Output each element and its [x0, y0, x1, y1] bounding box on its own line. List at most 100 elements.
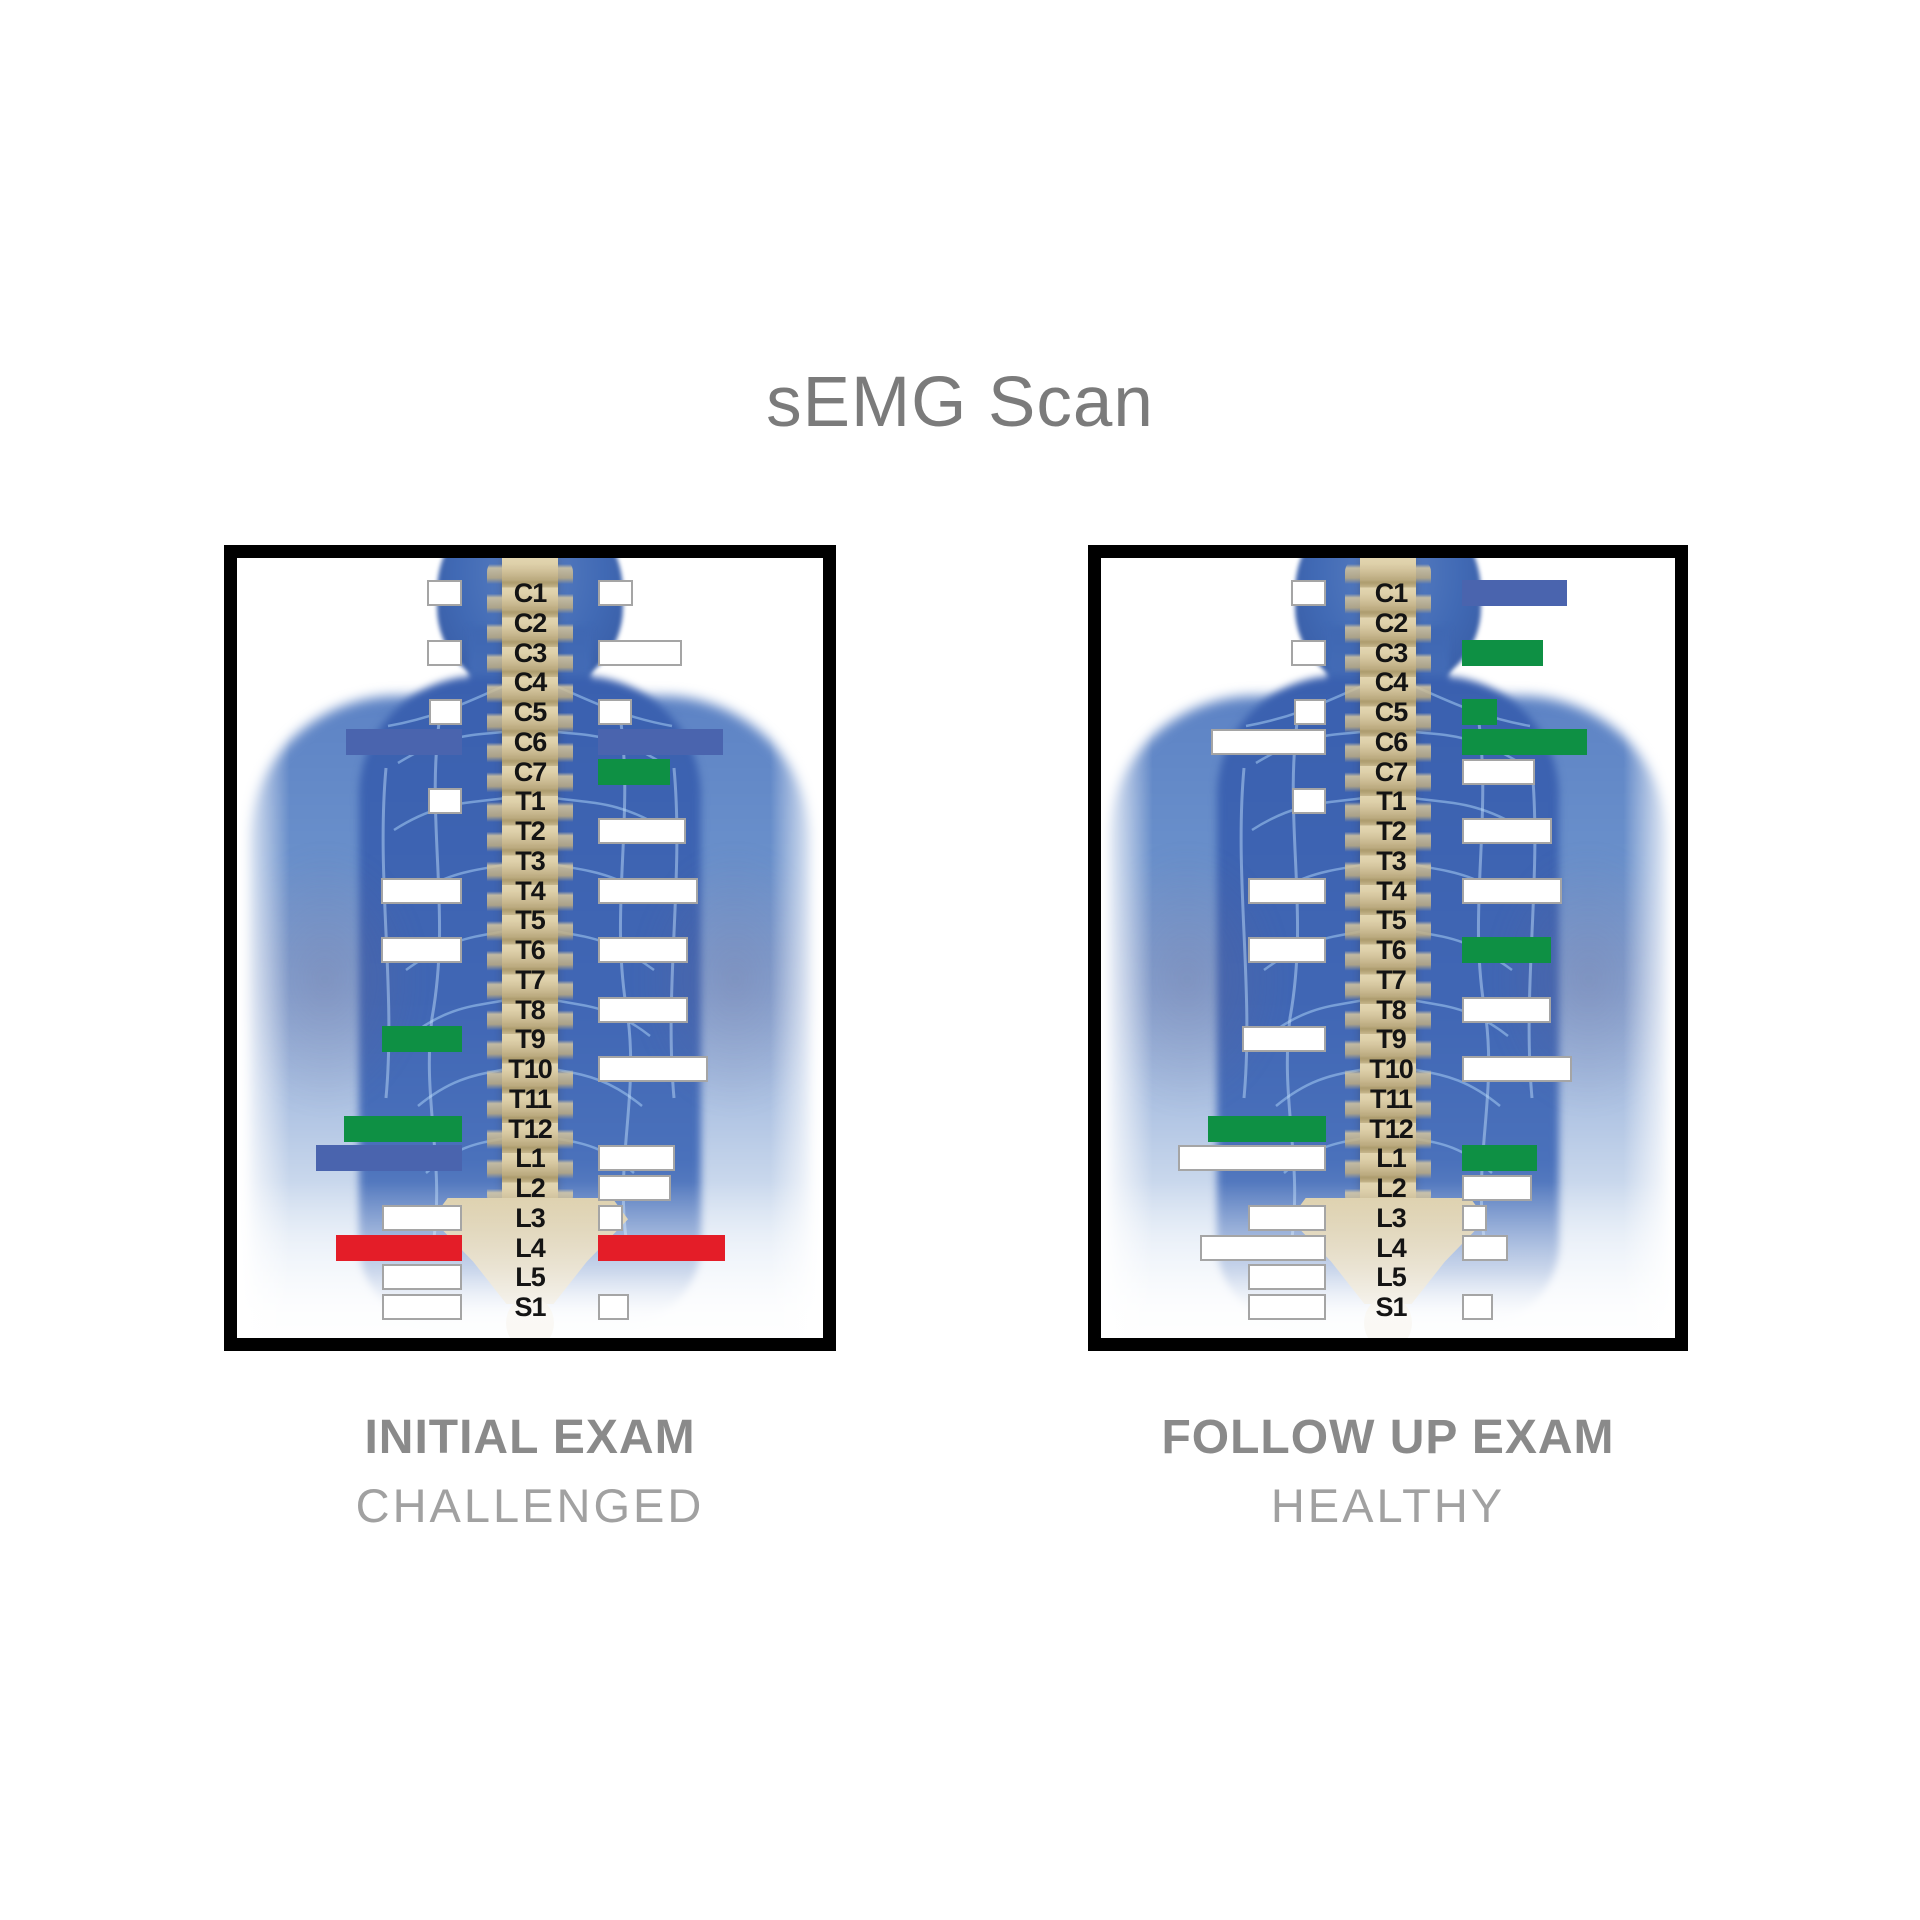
- bar-left-l3: [1248, 1204, 1326, 1231]
- vertebra-label-l3: L3: [515, 1202, 546, 1233]
- vertebra-label-l2: L2: [515, 1173, 546, 1203]
- bar-left-l3: [382, 1204, 462, 1231]
- bar-right-t4: [598, 877, 698, 904]
- bar-left-l5: [1248, 1264, 1326, 1291]
- vertebra-label-t7: T7: [515, 964, 546, 995]
- vertebra-label-c7: C7: [513, 756, 548, 787]
- vertebra-label-t2: T2: [1376, 816, 1407, 846]
- bar-right-c6: [598, 728, 723, 755]
- vertebra-label-l5: L5: [1376, 1262, 1407, 1293]
- bar-right-c6: [1462, 728, 1587, 755]
- bar-left-c6: [346, 728, 462, 755]
- vertebra-label-t11: T11: [508, 1083, 552, 1114]
- vertebra-label-t12: T12: [508, 1113, 553, 1144]
- vertebra-label-l2: L2: [1376, 1173, 1407, 1203]
- bar-right-t8: [1462, 996, 1551, 1023]
- vertebra-label-t4: T4: [1376, 875, 1407, 906]
- bar-left-s1: [382, 1294, 462, 1320]
- vertebra-label-t1: T1: [515, 786, 546, 817]
- vertebra-label-l4: L4: [515, 1232, 546, 1263]
- bar-right-t2: [1462, 818, 1552, 844]
- vertebra-label-l1: L1: [1376, 1143, 1407, 1174]
- caption-follow-up-exam: FOLLOW UP EXAM HEALTHY: [1088, 1410, 1688, 1533]
- bar-left-l5: [382, 1264, 462, 1291]
- vertebra-label-c4: C4: [1374, 667, 1409, 698]
- vertebra-label-c3: C3: [513, 637, 548, 668]
- bar-right-t4: [1462, 877, 1562, 904]
- exam-status: HEALTHY: [1270, 1479, 1506, 1532]
- bar-left-t12: [1208, 1115, 1326, 1142]
- bar-left-c3: [1291, 639, 1326, 666]
- vertebra-label-t8: T8: [1376, 994, 1407, 1025]
- bar-right-c5: [1462, 699, 1497, 725]
- bar-left-t6: [1248, 937, 1326, 963]
- vertebra-label-t6: T6: [1376, 935, 1407, 965]
- vertebra-label-c2: C2: [513, 607, 548, 638]
- bar-left-c6: [1211, 728, 1326, 755]
- bar-right-c3: [1462, 639, 1543, 666]
- bar-right-c5: [598, 699, 632, 725]
- bar-left-l1: [1178, 1145, 1326, 1172]
- vertebra-label-t2: T2: [515, 816, 546, 846]
- bar-right-c1: [1462, 580, 1567, 606]
- vertebra-label-t12: T12: [1369, 1113, 1414, 1144]
- vertebra-label-c6: C6: [513, 726, 548, 757]
- vertebra-label-t10: T10: [508, 1054, 553, 1084]
- vertebra-label-c5: C5: [1374, 697, 1409, 727]
- bar-left-c1: [427, 580, 462, 606]
- bar-left-l4: [1200, 1234, 1326, 1261]
- bar-right-l4: [1462, 1234, 1508, 1261]
- bar-left-t9: [1242, 1026, 1326, 1053]
- bar-left-c3: [427, 639, 462, 666]
- page-title: sEMG Scan: [766, 363, 1154, 442]
- vertebra-label-t4: T4: [515, 875, 546, 906]
- vertebra-label-t8: T8: [515, 994, 546, 1025]
- bar-left-c1: [1291, 580, 1326, 606]
- fade-overlay: [237, 558, 823, 1338]
- bar-right-l3: [598, 1204, 623, 1231]
- bar-left-t12: [344, 1115, 462, 1142]
- bar-right-l2: [1462, 1175, 1532, 1201]
- bar-right-l2: [598, 1175, 671, 1201]
- bar-right-l4: [598, 1234, 725, 1261]
- vertebra-label-t5: T5: [1376, 905, 1407, 936]
- bar-left-t9: [382, 1026, 462, 1053]
- vertebra-label-c7: C7: [1374, 756, 1409, 787]
- vertebra-label-c3: C3: [1374, 637, 1409, 668]
- exam-status: CHALLENGED: [355, 1479, 705, 1532]
- bar-left-t1: [428, 788, 462, 815]
- bar-left-t4: [1248, 877, 1326, 904]
- bar-right-t2: [598, 818, 686, 844]
- bar-left-l4: [336, 1234, 462, 1261]
- vertebra-label-t7: T7: [1376, 964, 1407, 995]
- vertebra-label-c6: C6: [1374, 726, 1409, 757]
- vertebra-label-s1: S1: [1375, 1292, 1407, 1322]
- bar-right-l3: [1462, 1204, 1487, 1231]
- bar-right-l1: [598, 1145, 675, 1172]
- bar-right-c1: [598, 580, 633, 606]
- bar-left-c5: [1294, 699, 1326, 725]
- vertebra-label-c1: C1: [513, 578, 548, 608]
- fade-overlay: [1101, 558, 1675, 1338]
- bar-left-l1: [316, 1145, 462, 1172]
- bar-right-t10: [598, 1056, 708, 1082]
- vertebra-label-t1: T1: [1376, 786, 1407, 817]
- vertebra-label-t6: T6: [515, 935, 546, 965]
- bar-right-c3: [598, 639, 682, 666]
- vertebra-label-c4: C4: [513, 667, 548, 698]
- exam-title: FOLLOW UP EXAM: [1161, 1411, 1615, 1464]
- caption-initial-exam: INITIAL EXAM CHALLENGED: [224, 1410, 836, 1533]
- bar-right-l1: [1462, 1145, 1537, 1172]
- bar-right-t6: [598, 937, 688, 963]
- bar-left-t6: [381, 937, 462, 963]
- bar-right-s1: [1462, 1294, 1493, 1320]
- vertebra-label-l3: L3: [1376, 1202, 1407, 1233]
- vertebra-label-c2: C2: [1374, 607, 1409, 638]
- bar-left-t1: [1292, 788, 1326, 815]
- vertebra-label-s1: S1: [514, 1292, 546, 1322]
- body-illustration: [1101, 558, 1675, 1338]
